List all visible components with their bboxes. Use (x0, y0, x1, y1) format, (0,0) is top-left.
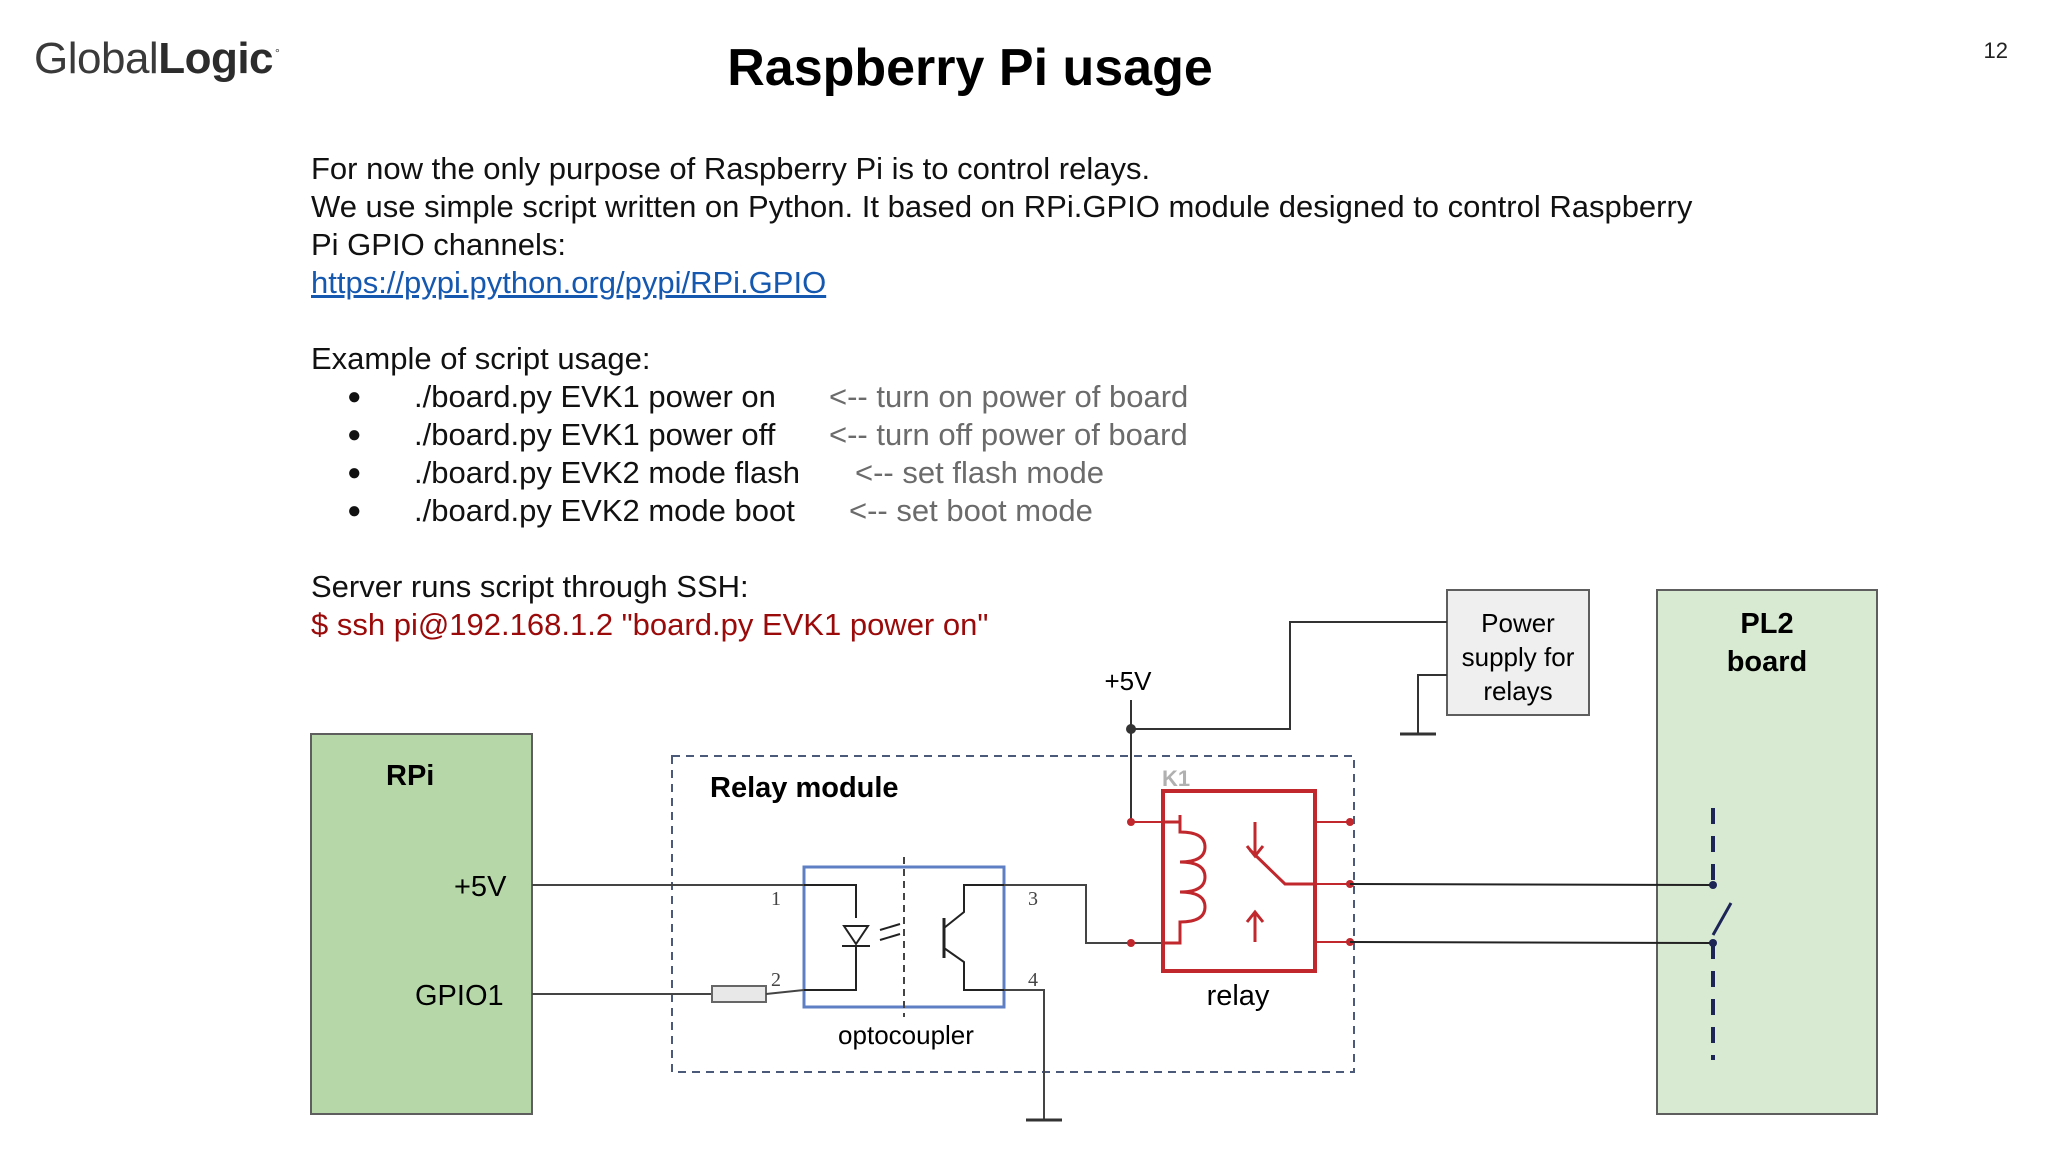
rpi-label: RPi (386, 760, 434, 792)
power-supply-label-2: supply for (1462, 642, 1575, 672)
light-ray-icon (879, 933, 901, 941)
logo-mark: ° (275, 46, 280, 61)
opto-ground-wire (1004, 989, 1045, 1120)
relay-module-label: Relay module (710, 772, 899, 804)
led-cathode-lead (804, 946, 857, 991)
pl2-label-line1: PL2 (1740, 608, 1793, 640)
resistor-icon (711, 985, 767, 1003)
relay-label: relay (1207, 980, 1270, 1012)
logo-text-logic: Logic (158, 34, 274, 83)
bullet-icon: ● (347, 421, 362, 448)
rpi-5v-label: +5V (454, 871, 507, 903)
relay-module-border (671, 755, 1355, 1073)
command-list: ● ./board.py EVK1 power on <-- turn on p… (311, 378, 1791, 530)
power-supply-label-3: relays (1483, 676, 1552, 706)
ssh-heading: Server runs script through SSH: (311, 569, 749, 604)
bullet-icon: ● (347, 497, 362, 524)
slide-body: For now the only purpose of Raspberry Pi… (311, 150, 1791, 644)
bullet-icon: ● (347, 383, 362, 410)
command-text: ./board.py EVK1 power on (414, 379, 776, 414)
example-heading: Example of script usage: (311, 341, 651, 376)
command-text: ./board.py EVK2 mode flash (414, 455, 801, 490)
pin-1-label: 1 (771, 888, 781, 910)
relay-to-pl2-wire-2 (1349, 941, 1714, 944)
logo-text-global: Global (34, 34, 159, 83)
list-item: ● ./board.py EVK1 power off <-- turn off… (311, 416, 1791, 454)
pin-2-label: 2 (771, 969, 781, 991)
pl2-label-line2: board (1727, 646, 1808, 678)
supply-ground-wire (1417, 674, 1447, 734)
intro-line-2: We use simple script written on Python. … (311, 189, 1693, 224)
junction-dot (1126, 724, 1136, 734)
intro-line-3: Pi GPIO channels: (311, 227, 567, 262)
resistor-wire (765, 989, 805, 995)
pl2-board-box (1656, 589, 1878, 1115)
k1-label: K1 (1162, 766, 1190, 791)
led-icon (842, 925, 870, 946)
command-comment: <-- set flash mode (855, 455, 1104, 490)
relay-switch-icon (1245, 822, 1315, 942)
led-anode-lead (804, 884, 857, 918)
power-supply-box (1446, 589, 1590, 716)
page-number: 12 (1983, 38, 2008, 63)
pl2-switch-terminal (1709, 881, 1717, 889)
command-comment: <-- turn on power of board (829, 379, 1189, 414)
supply-5v-label: +5V (1105, 666, 1153, 696)
pin-3-label: 3 (1028, 888, 1038, 910)
transistor-emitter-lead (943, 947, 1004, 991)
bullet-icon: ● (347, 459, 362, 486)
rpi-gpio-label: GPIO1 (415, 980, 504, 1012)
optocoupler-label: optocoupler (838, 1020, 974, 1050)
slide-title: Raspberry Pi usage (727, 39, 1213, 97)
pl2-switch-icon (1711, 902, 1733, 936)
relay-box (1161, 789, 1317, 973)
list-item: ● ./board.py EVK2 mode boot <-- set boot… (311, 492, 1791, 530)
pl2-switch-terminal (1709, 939, 1717, 947)
intro-line-1: For now the only purpose of Raspberry Pi… (311, 151, 1151, 186)
relay-terminal (1346, 818, 1354, 826)
rpi-gpio-link[interactable]: https://pypi.python.org/pypi/RPi.GPIO (311, 265, 827, 300)
rpi-box (310, 733, 533, 1115)
opto-to-relay-wire (1004, 884, 1163, 944)
relay-coil-icon (1163, 815, 1207, 945)
list-item: ● ./board.py EVK1 power on <-- turn on p… (311, 378, 1791, 416)
supply-positive-wire (1131, 621, 1447, 730)
ssh-command: $ ssh pi@192.168.1.2 "board.py EVK1 powe… (311, 607, 989, 642)
command-comment: <-- set boot mode (849, 493, 1093, 528)
command-comment: <-- turn off power of board (829, 417, 1188, 452)
company-logo: GlobalLogic° (34, 34, 280, 84)
command-text: ./board.py EVK2 mode boot (414, 493, 795, 528)
transistor-collector-lead (943, 884, 1004, 929)
list-item: ● ./board.py EVK2 mode flash <-- set fla… (311, 454, 1791, 492)
power-supply-label-1: Power (1481, 608, 1555, 638)
relay-terminal (1127, 939, 1135, 947)
pin-4-label: 4 (1028, 969, 1038, 991)
light-ray-icon (879, 923, 901, 931)
command-text: ./board.py EVK1 power off (414, 417, 776, 452)
relay-terminal (1127, 818, 1135, 826)
relay-to-pl2-wire-1 (1349, 883, 1714, 886)
